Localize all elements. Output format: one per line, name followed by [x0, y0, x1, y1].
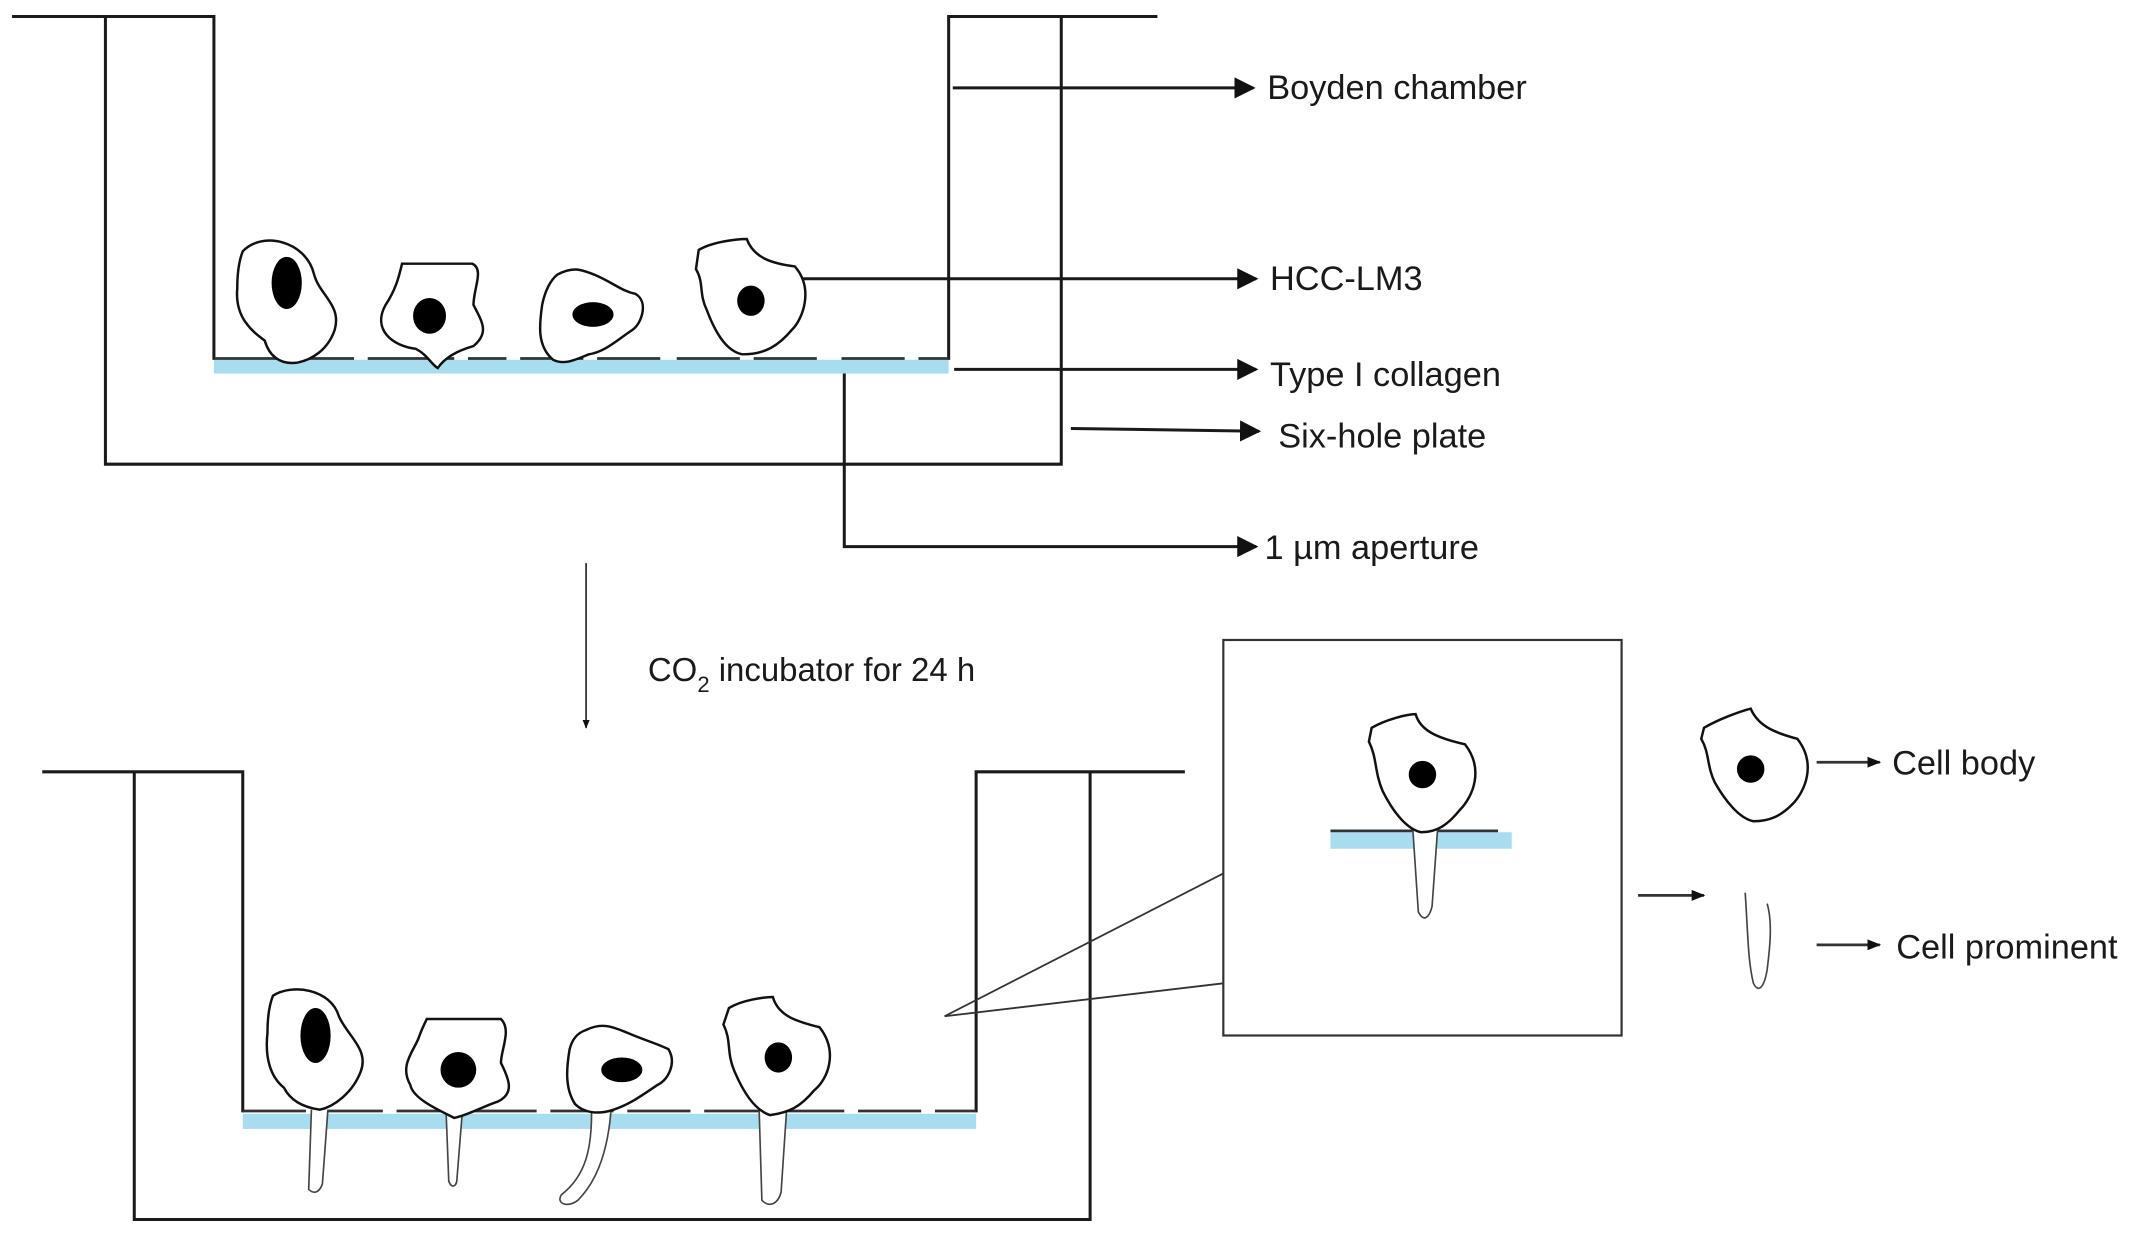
cell-prominent-illustration: [1744, 892, 1772, 989]
label-aperture: 1 µm aperture: [1265, 529, 1479, 567]
nucleus: [601, 1057, 643, 1083]
cell-parts-legend: Cell body Cell prominent: [1638, 707, 2118, 989]
label-type-i-collagen: Type I collagen: [1270, 356, 1501, 394]
nucleus: [300, 1008, 331, 1063]
inset-callout-lines: [944, 872, 1224, 1018]
boyden-chamber-insert: [12, 14, 1158, 360]
collagen-layer: [213, 359, 949, 374]
nucleus: [271, 256, 302, 309]
nucleus: [1408, 760, 1437, 789]
cell-3: [538, 268, 645, 364]
nucleus: [572, 302, 614, 327]
step-text-suffix: incubator for 24 h: [710, 651, 976, 688]
nucleus: [764, 1042, 793, 1073]
six-hole-plate-well: [103, 16, 1063, 466]
top-assembly: Boyden chamber HCC-LM3 Type I collagen S…: [12, 14, 1527, 567]
aperture-leader: [842, 373, 1259, 558]
step-text-prefix: CO: [648, 651, 697, 688]
step-text-subscript: 2: [697, 672, 709, 697]
six-hole-plate-well-after: [132, 771, 1092, 1222]
inset-cell: [1367, 712, 1477, 919]
nucleus: [737, 285, 765, 316]
magnified-inset: [944, 638, 1623, 1037]
migrated-cell-4: [722, 995, 831, 1206]
cell-1: [235, 239, 338, 365]
nucleus: [1736, 755, 1765, 783]
bottom-assembly: [42, 770, 1185, 1222]
boyden-chamber-insert-after: [42, 770, 1185, 1113]
migrated-cell-1: [265, 988, 364, 1193]
label-incubation-step: CO2 incubator for 24 h: [648, 651, 975, 697]
plate-leader: [1070, 420, 1262, 442]
cell-body-illustration: [1699, 707, 1809, 823]
label-cell-prominent: Cell prominent: [1896, 929, 2118, 967]
nucleus: [413, 298, 447, 334]
label-hcc-lm3: HCC-LM3: [1270, 260, 1423, 298]
cell-4: [694, 237, 807, 356]
nucleus: [440, 1051, 477, 1088]
migrated-cell-2: [404, 1017, 511, 1187]
migrated-cell-3: [559, 1024, 674, 1206]
label-boyden-chamber: Boyden chamber: [1267, 69, 1527, 107]
label-six-hole-plate: Six-hole plate: [1278, 418, 1486, 456]
label-cell-body: Cell body: [1892, 745, 2036, 783]
cell-2: [379, 262, 485, 370]
